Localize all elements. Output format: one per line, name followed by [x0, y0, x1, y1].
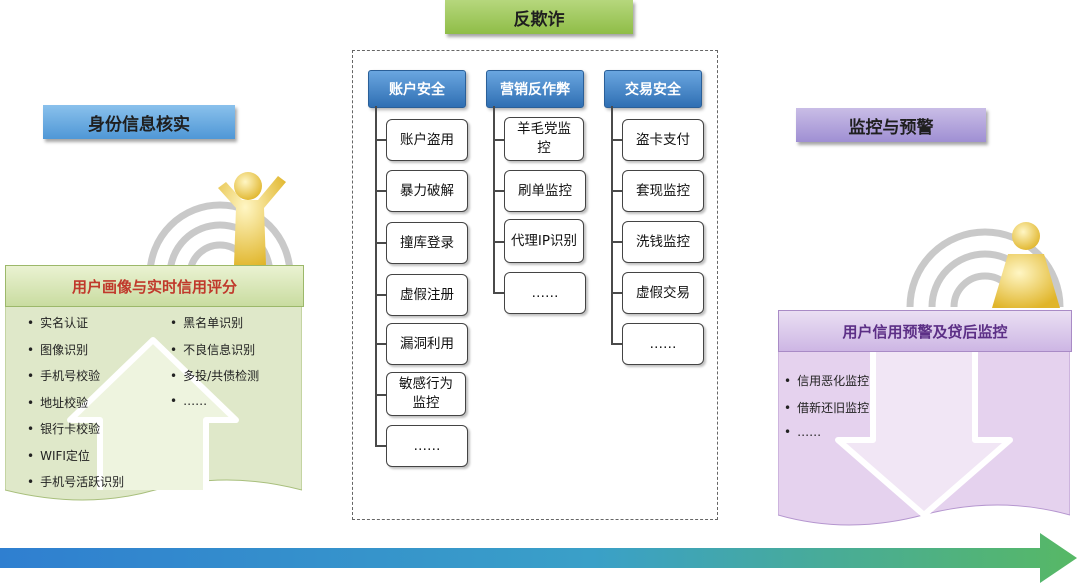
connector — [611, 292, 623, 294]
vulnerability-exploit-item: 漏洞利用 — [386, 323, 468, 365]
connector — [375, 106, 377, 446]
proxy-ip-item: 代理IP识别 — [504, 219, 584, 263]
connector — [493, 190, 505, 192]
credit-monitor-item: …… — [784, 425, 869, 452]
account-security-header: 账户安全 — [368, 70, 466, 108]
sensitive-behavior-item: 敏感行为监控 — [386, 372, 466, 416]
card-fraud-payment-item: 盗卡支付 — [622, 119, 704, 161]
marketing-more-item: …… — [504, 272, 586, 314]
cash-out-monitor-item: 套现监控 — [622, 170, 704, 212]
timeline-arrow — [0, 533, 1077, 583]
person-cheering-icon — [218, 172, 286, 265]
connector — [611, 106, 613, 344]
anti-fraud-title: 反欺诈 — [445, 0, 633, 34]
connector — [493, 241, 505, 243]
connector — [611, 241, 623, 243]
connector — [493, 139, 505, 141]
transaction-more-item: …… — [622, 323, 704, 365]
identity-check-item: WIFI定位 — [27, 447, 124, 474]
user-profile-scoring-title: 用户画像与实时信用评分 — [5, 265, 304, 307]
connector — [375, 294, 387, 296]
identity-check-item: 黑名单识别 — [170, 314, 259, 341]
identity-check-item: 手机号校验 — [27, 367, 124, 394]
fake-registration-item: 虚假注册 — [386, 274, 468, 316]
monitor-panel-background — [778, 310, 1070, 526]
credit-monitor-list: 信用恶化监控借新还旧监控…… — [784, 372, 869, 452]
account-theft-item: 账户盗用 — [386, 119, 468, 161]
identity-check-item: …… — [170, 394, 259, 421]
connector — [375, 343, 387, 345]
connector — [611, 343, 623, 345]
identity-check-item: 银行卡校验 — [27, 420, 124, 447]
monitoring-warning-title: 监控与预警 — [796, 108, 986, 142]
credit-warning-title: 用户信用预警及贷后监控 — [778, 310, 1072, 352]
connector — [611, 190, 623, 192]
connector — [493, 292, 505, 294]
identity-check-item: 地址校验 — [27, 394, 124, 421]
transaction-security-header: 交易安全 — [604, 70, 702, 108]
account-more-item: …… — [386, 425, 468, 467]
order-brushing-item: 刷单监控 — [504, 170, 586, 212]
connector — [375, 394, 387, 396]
identity-check-item: 不良信息识别 — [170, 341, 259, 368]
person-standing-icon — [992, 222, 1060, 308]
credit-monitor-item: 信用恶化监控 — [784, 372, 869, 399]
connector — [375, 190, 387, 192]
identity-checks-list-right: 黑名单识别不良信息识别多投/共债检测…… — [170, 314, 259, 420]
identity-checks-list-left: 实名认证图像识别手机号校验地址校验银行卡校验WIFI定位手机号活跃识别 — [27, 314, 124, 500]
connector — [375, 445, 387, 447]
fake-transaction-item: 虚假交易 — [622, 272, 704, 314]
credit-monitor-item: 借新还旧监控 — [784, 399, 869, 426]
credential-stuffing-item: 撞库登录 — [386, 222, 468, 264]
connector — [375, 242, 387, 244]
money-laundering-item: 洗钱监控 — [622, 221, 704, 263]
identity-check-item: 图像识别 — [27, 341, 124, 368]
identity-verification-title: 身份信息核实 — [43, 105, 235, 139]
marketing-anti-cheat-header: 营销反作弊 — [486, 70, 584, 108]
identity-check-item: 多投/共债检测 — [170, 367, 259, 394]
identity-check-item: 手机号活跃识别 — [27, 473, 124, 500]
connector — [611, 139, 623, 141]
brute-force-item: 暴力破解 — [386, 170, 468, 212]
identity-check-item: 实名认证 — [27, 314, 124, 341]
connector — [375, 139, 387, 141]
connector — [493, 106, 495, 293]
wool-party-item: 羊毛党监控 — [504, 117, 584, 161]
